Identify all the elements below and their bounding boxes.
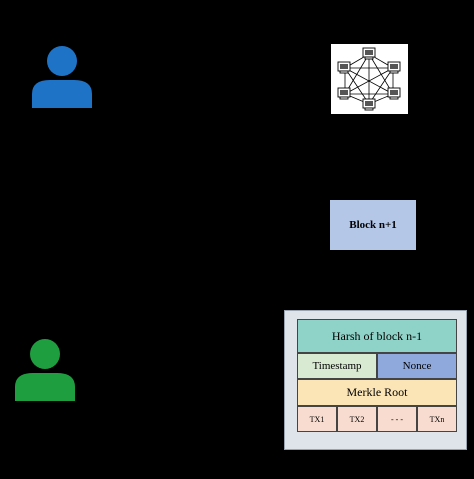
transaction-ellipsis-label: - - - <box>391 414 403 424</box>
transaction-label: TX1 <box>309 414 325 424</box>
nonce-label: Nonce <box>402 360 432 372</box>
p2p-network-icon <box>337 47 401 111</box>
p2p-network-image <box>331 44 408 114</box>
transaction-label: TX2 <box>349 414 365 424</box>
previous-hash-field: Harsh of block n-1 <box>297 319 457 353</box>
merkle-root-field: Merkle Root <box>297 379 457 406</box>
block-next-box: Block n+1 <box>330 200 416 250</box>
user-green-icon <box>15 339 75 401</box>
transaction-cell: TX2 <box>337 406 377 432</box>
timestamp-field: Timestamp <box>297 353 377 379</box>
timestamp-label: Timestamp <box>312 360 362 372</box>
merkle-root-label: Merkle Root <box>346 385 408 399</box>
transaction-label: TXn <box>429 414 445 424</box>
previous-hash-label: Harsh of block n-1 <box>331 328 423 343</box>
block-structure-panel: Harsh of block n-1 Timestamp Nonce Merkl… <box>284 310 467 450</box>
transaction-ellipsis-cell: - - - <box>377 406 417 432</box>
transaction-cell: TX1 <box>297 406 337 432</box>
transaction-cell: TXn <box>417 406 457 432</box>
nonce-field: Nonce <box>377 353 457 379</box>
block-next-label: Block n+1 <box>349 219 397 231</box>
user-blue-icon <box>32 46 92 108</box>
